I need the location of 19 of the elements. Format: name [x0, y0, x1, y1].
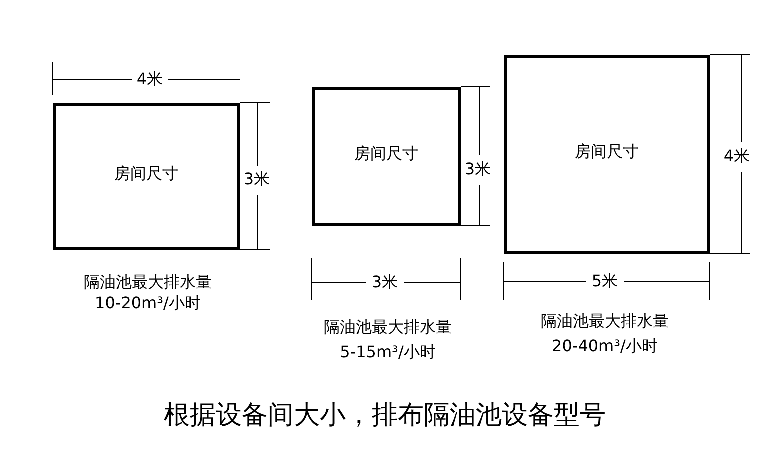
room-box: [53, 103, 240, 250]
dimension-label: 3米: [244, 170, 270, 190]
capacity-text: 隔油池最大排水量: [324, 318, 452, 338]
room-label: 房间尺寸: [114, 164, 180, 184]
capacity-text: 隔油池最大排水量: [541, 312, 669, 332]
dimension-label: 4米: [724, 146, 750, 168]
capacity-text: 5-15m³/小时: [340, 342, 436, 364]
dimension-label: 4米: [136, 70, 164, 90]
room-box: [312, 87, 461, 226]
dimension-label: 5米: [592, 272, 618, 292]
room-box: [504, 55, 710, 254]
capacity-text: 10-20m³/小时: [95, 294, 201, 314]
room-label: 房间尺寸: [354, 144, 420, 164]
capacity-text: 隔油池最大排水量: [84, 272, 212, 294]
capacity-text: 20-40m³/小时: [552, 336, 658, 358]
dimension-label: 3米: [464, 160, 492, 180]
dimension-label: 3米: [372, 272, 398, 294]
caption: 根据设备间大小，排布隔油池设备型号: [164, 400, 606, 432]
room-label: 房间尺寸: [574, 142, 640, 162]
